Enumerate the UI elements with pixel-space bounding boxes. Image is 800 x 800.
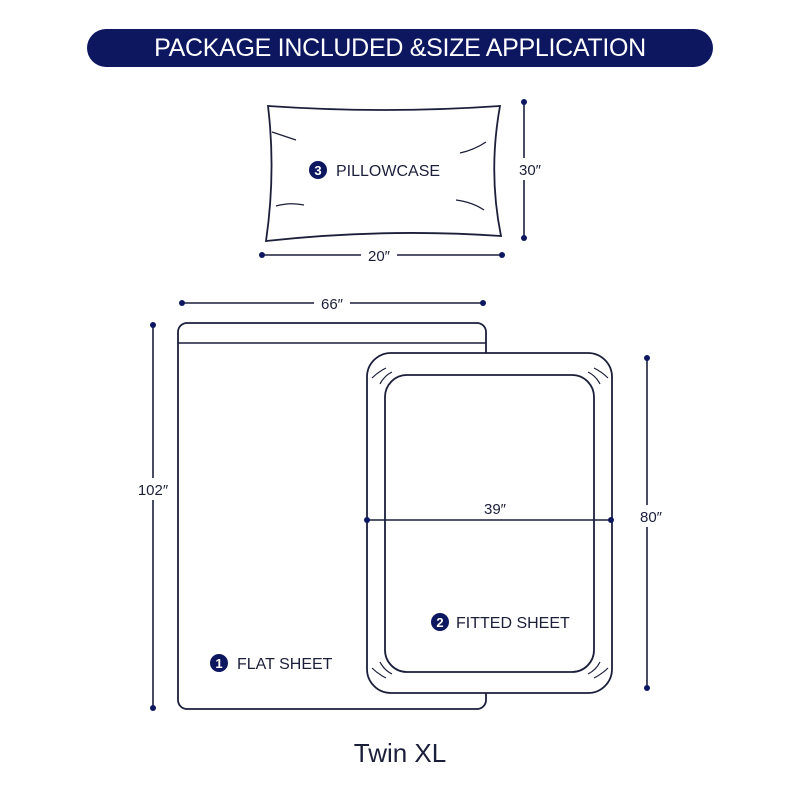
pillowcase-outline xyxy=(264,105,503,243)
fitted-sheet-number-badge xyxy=(431,613,449,631)
dim-endpoint xyxy=(259,252,265,258)
dim-endpoint xyxy=(480,300,486,306)
size-caption: Twin XL xyxy=(353,738,447,768)
flat-sheet-label: FLAT SHEET xyxy=(237,656,333,673)
fitted-sheet-outline xyxy=(366,352,613,694)
dim-endpoint xyxy=(364,517,370,523)
pillowcase-wrinkle xyxy=(455,199,485,211)
dim-endpoint xyxy=(499,252,505,258)
fitted-sheet-number: 2 xyxy=(436,615,443,630)
fitted-sheet-group: 39″ 2 FITTED SHEET 80″ xyxy=(364,352,666,694)
dim-endpoint xyxy=(644,355,650,361)
fitted-sheet-corner-fold xyxy=(587,661,609,679)
dim-endpoint xyxy=(521,99,527,105)
fitted-sheet-corner-fold xyxy=(371,661,393,679)
dim-endpoint xyxy=(521,235,527,241)
fitted-sheet-width: 39″ xyxy=(484,501,507,518)
dim-endpoint xyxy=(608,517,614,523)
dim-endpoint xyxy=(150,322,156,328)
pillowcase-wrinkle xyxy=(275,203,305,207)
flat-sheet-height: 102″ xyxy=(138,482,169,499)
fitted-sheet-corner-fold xyxy=(371,367,393,385)
pillowcase-wrinkle xyxy=(271,131,297,141)
dim-endpoint xyxy=(179,300,185,306)
flat-sheet-number: 1 xyxy=(215,656,222,671)
dim-endpoint xyxy=(644,685,650,691)
fitted-sheet-inner-outline xyxy=(384,374,595,673)
fitted-sheet-corner-fold xyxy=(587,367,609,385)
fitted-sheet-label: FITTED SHEET xyxy=(456,615,570,632)
fitted-sheet-height: 80″ xyxy=(640,509,663,526)
pillowcase-width: 20″ xyxy=(368,248,391,265)
pillowcase-wrinkle xyxy=(459,141,487,154)
pillowcase-height: 30″ xyxy=(519,162,542,179)
pillowcase-group: 3 PILLOWCASE 30″ 20″ xyxy=(259,99,544,265)
title-banner: PACKAGE INCLUDED &SIZE APPLICATION xyxy=(87,29,713,67)
pillowcase-number-badge xyxy=(309,161,327,179)
dim-endpoint xyxy=(150,705,156,711)
pillowcase-label: PILLOWCASE xyxy=(336,163,440,180)
banner-title: PACKAGE INCLUDED &SIZE APPLICATION xyxy=(154,33,646,62)
flat-sheet-width: 66″ xyxy=(321,296,344,313)
flat-sheet-number-badge xyxy=(210,654,228,672)
pillowcase-number: 3 xyxy=(314,163,321,178)
